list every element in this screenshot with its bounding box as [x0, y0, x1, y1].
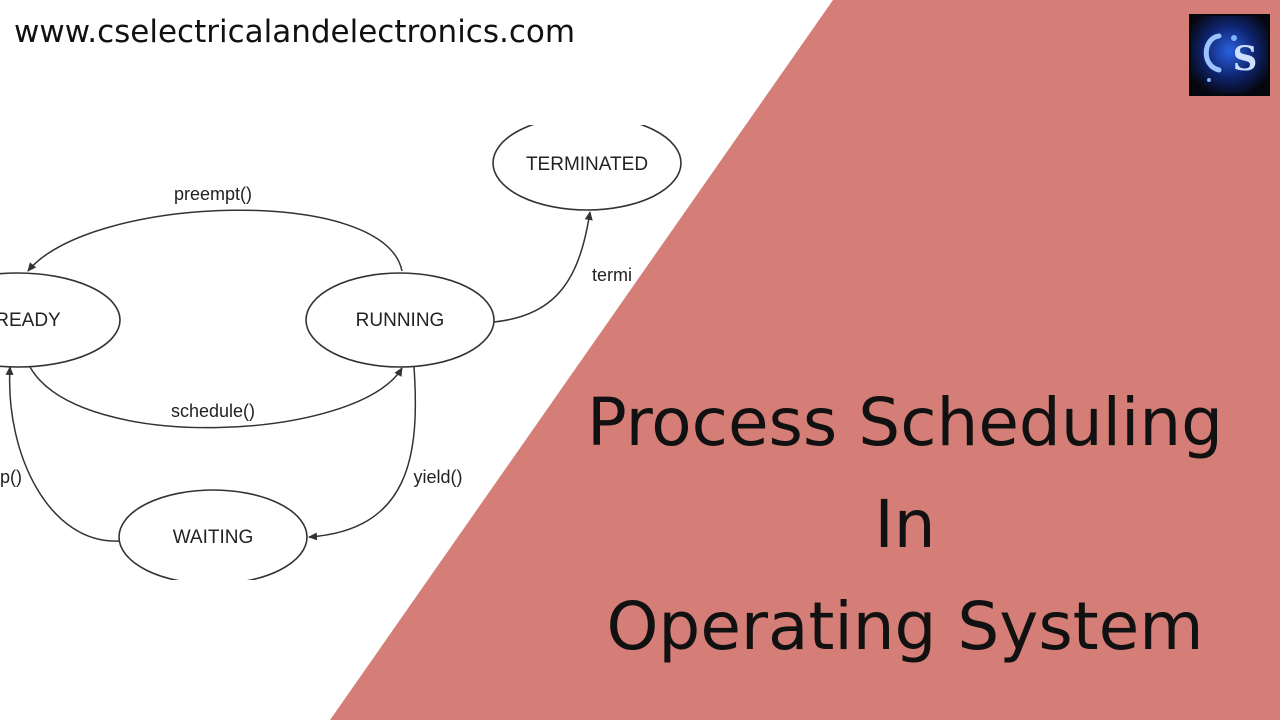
- edge-preempt: [27, 209, 403, 272]
- state-terminated-label: TERMINATED: [526, 154, 648, 175]
- edge-terminate-label: termi: [592, 265, 632, 285]
- state-ready: [0, 272, 121, 368]
- state-terminated: [492, 125, 682, 211]
- salmon-diagonal-panel: [330, 0, 1280, 720]
- site-url[interactable]: www.cselectricalandelectronics.com: [14, 14, 576, 50]
- edge-yield: [308, 366, 417, 541]
- title-line-3: Operating System: [606, 588, 1204, 665]
- state-waiting-label: WAITING: [173, 527, 254, 548]
- edge-terminate: [493, 211, 593, 323]
- title-line-1: Process Scheduling: [586, 384, 1224, 461]
- edge-preempt-label: preempt(): [174, 184, 252, 204]
- edge-wakeup: [5, 366, 121, 542]
- state-waiting: [118, 489, 308, 580]
- page-title: Process Scheduling In Operating System: [560, 372, 1250, 678]
- edge-schedule: [29, 366, 403, 429]
- title-line-2: In: [874, 486, 936, 563]
- state-running: [305, 272, 495, 368]
- edge-schedule-label: schedule(): [171, 401, 255, 421]
- state-ready-label: READY: [0, 310, 61, 331]
- process-state-diagram: READY RUNNING TERMINATED WAITING preempt…: [0, 125, 682, 580]
- edge-wakeup-label: p(): [0, 467, 22, 487]
- cs-logo-icon: S: [1189, 14, 1270, 96]
- svg-text:S: S: [1233, 39, 1258, 79]
- state-running-label: RUNNING: [356, 310, 445, 331]
- edge-yield-label: yield(): [413, 467, 462, 487]
